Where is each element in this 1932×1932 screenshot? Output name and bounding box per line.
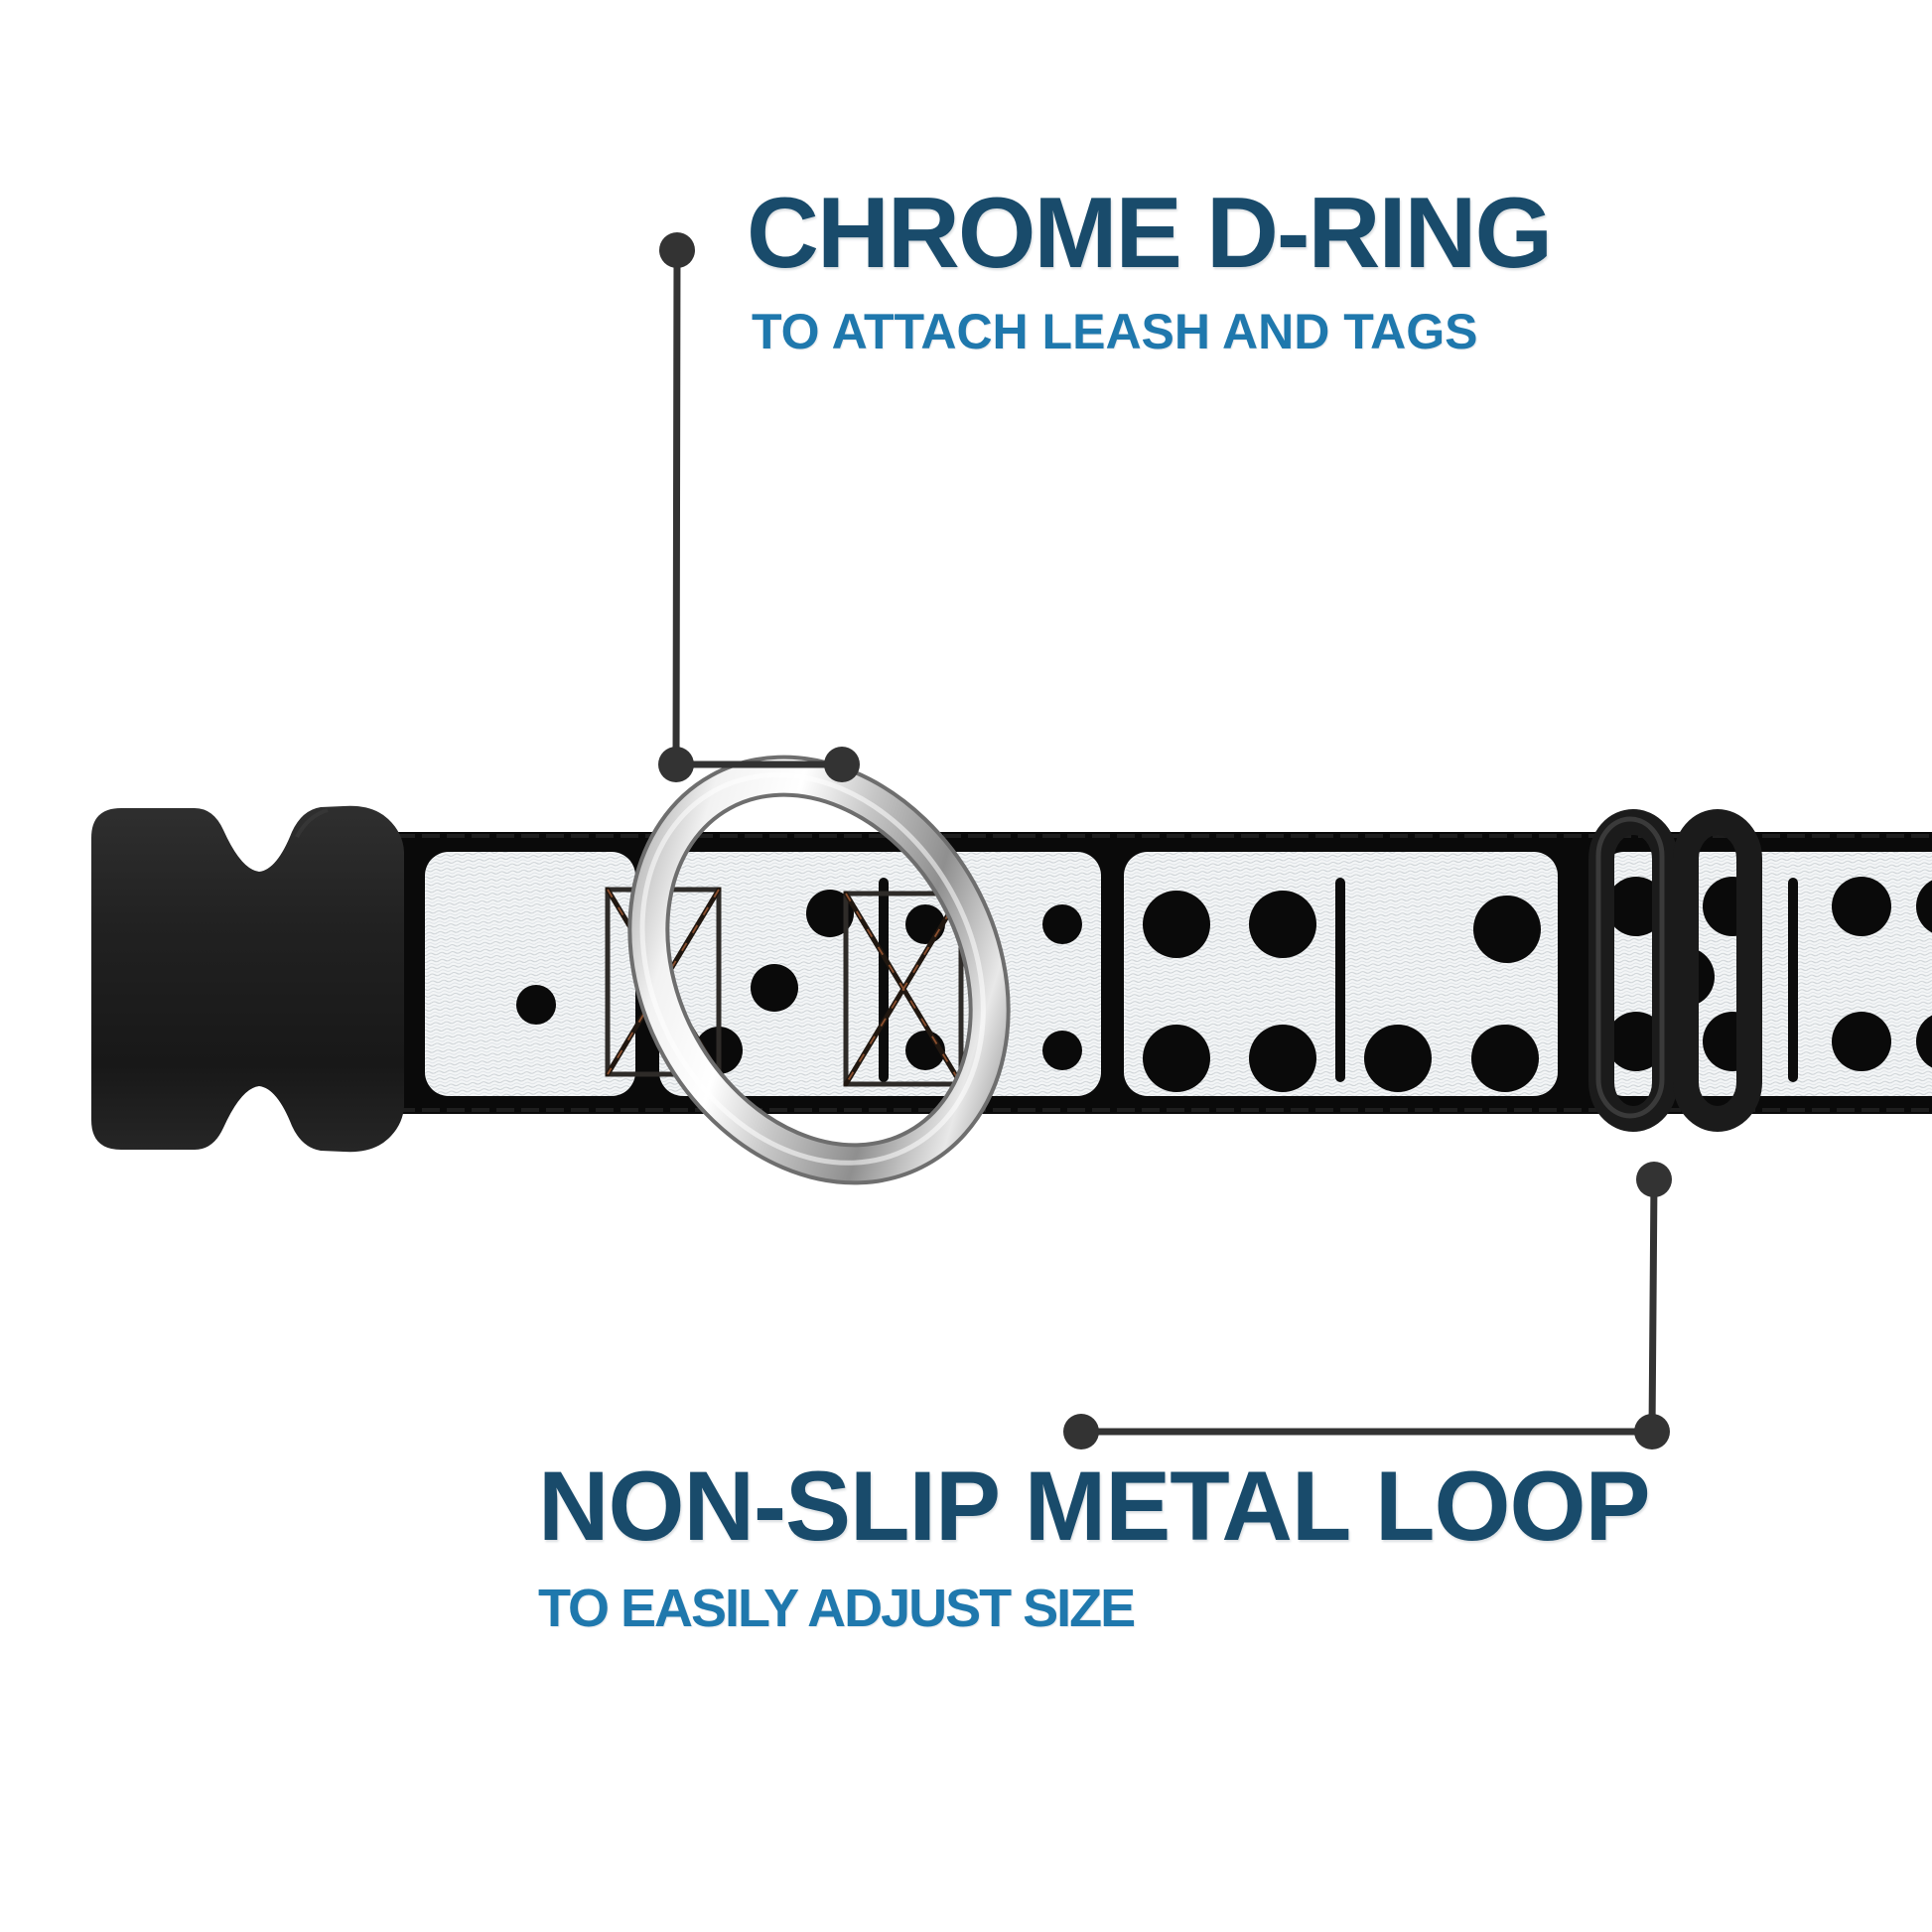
loop-glint: [1595, 816, 1665, 1119]
domino-divider-line: [879, 878, 889, 1082]
leader-dot: [659, 232, 695, 268]
domino-pip: [1832, 1012, 1891, 1071]
loop-right-bar: [1673, 809, 1762, 1132]
buckle-body: [91, 805, 404, 1153]
top-callout-subtitle: TO ATTACH LEASH AND TAGS: [752, 304, 1478, 359]
domino-pip: [1364, 1025, 1432, 1092]
non-slip-metal-loop: [1588, 809, 1762, 1132]
domino-divider-line: [1788, 878, 1798, 1082]
domino-pip: [1916, 1015, 1932, 1068]
domino-divider-line: [1335, 878, 1345, 1082]
domino-pip: [516, 985, 556, 1025]
domino-pip: [1606, 1012, 1666, 1071]
leader-dot: [824, 747, 860, 782]
domino-pip: [1471, 1025, 1539, 1092]
stitch-box: [843, 891, 964, 1087]
buckle-highlight: [295, 808, 329, 838]
domino-tile: [659, 852, 1101, 1096]
domino-tile: [425, 852, 635, 1096]
callout-leader-bottom: [1063, 1162, 1672, 1449]
callout-leader-top: [658, 232, 860, 782]
domino-pip: [905, 904, 945, 944]
side-release-buckle: [91, 805, 404, 1153]
domino-pip: [1916, 880, 1932, 933]
domino-pip: [1832, 877, 1891, 936]
domino-tile: [1600, 852, 1932, 1096]
bottom-callout-title: NON-SLIP METAL LOOP: [538, 1450, 1651, 1561]
leader-dot: [1063, 1414, 1099, 1449]
chrome-d-ring: [627, 755, 1011, 1185]
domino-pip: [751, 964, 798, 1012]
webbing-band: [397, 832, 1932, 1114]
domino-pip: [1042, 1031, 1082, 1070]
d-ring-chrome: [631, 759, 1007, 1181]
domino-tile: [1124, 852, 1558, 1096]
d-ring-shine: [639, 772, 986, 1166]
bottom-callout-subtitle: TO EASILY ADJUST SIZE: [538, 1579, 1136, 1638]
domino-pip: [1606, 877, 1666, 936]
leader-dot: [658, 747, 694, 782]
top-callout-title: CHROME D-RING: [747, 178, 1553, 289]
leader-dot: [1636, 1162, 1672, 1197]
loop-left-bar: [1588, 809, 1678, 1132]
domino-pip: [1042, 904, 1082, 944]
domino-pip: [1143, 891, 1210, 958]
domino-pip: [1473, 896, 1541, 963]
domino-pip: [806, 890, 854, 937]
domino-pip: [1143, 1025, 1210, 1092]
domino-pip: [1249, 891, 1316, 958]
leader-dot: [1634, 1414, 1670, 1449]
domino-pip: [1249, 1025, 1316, 1092]
